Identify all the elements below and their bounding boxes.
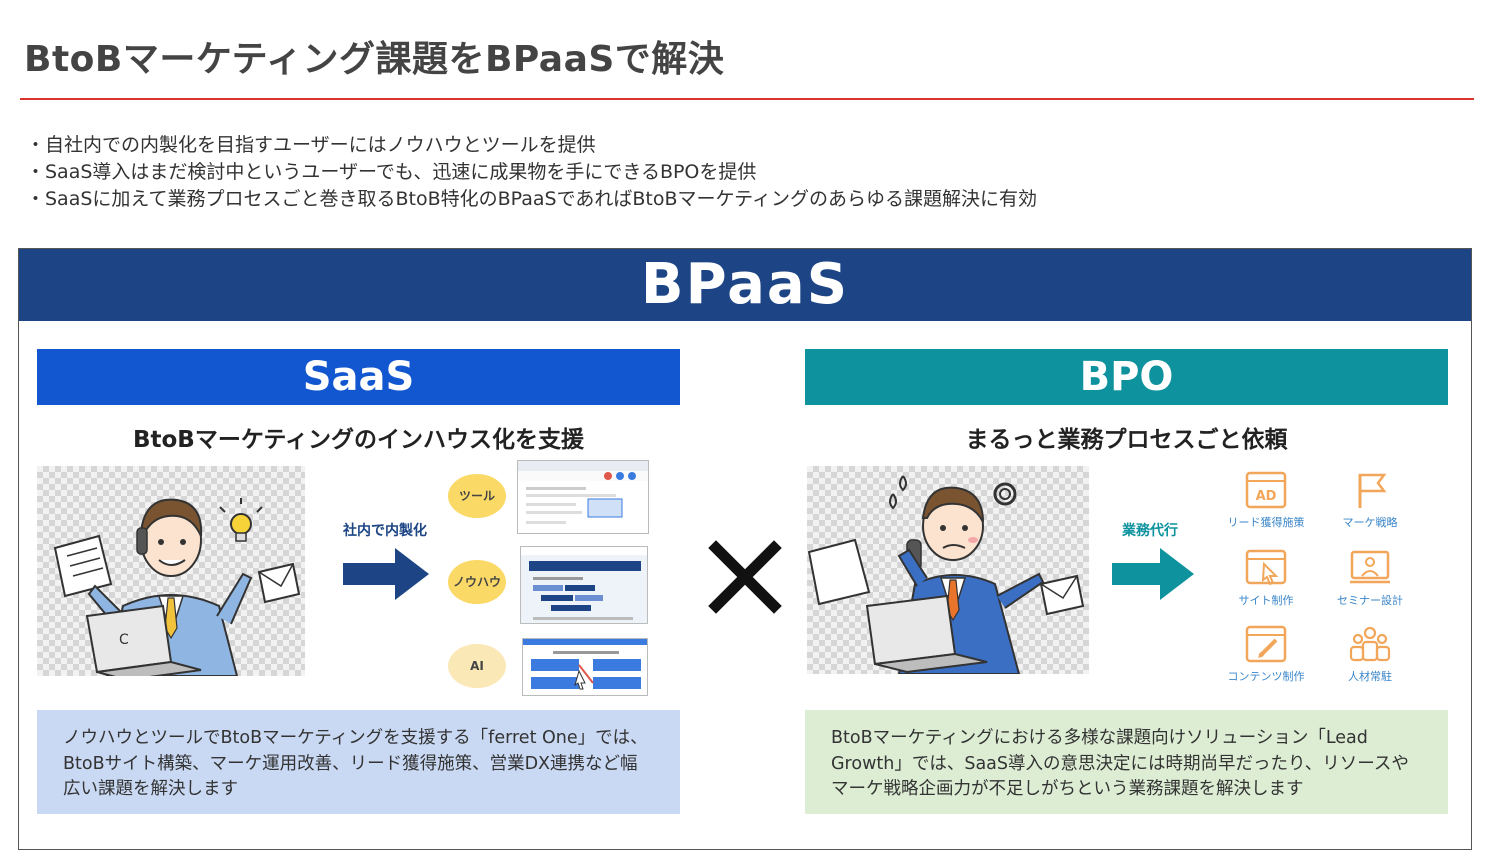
marketing-strategy-item: マーケ戦略 bbox=[1320, 470, 1420, 530]
icon-label: コンテンツ制作 bbox=[1227, 670, 1305, 683]
web-cursor-icon bbox=[1245, 549, 1287, 586]
svg-text:AD: AD bbox=[1256, 489, 1277, 504]
bpo-heading: BPO bbox=[805, 349, 1448, 405]
bullet-item: ・SaaS導入はまだ検討中というユーザーでも、迅速に成果物を手にできるBPOを提… bbox=[26, 161, 757, 183]
outsourcing-arrow-label: 業務代行 bbox=[1122, 523, 1178, 539]
cross-symbol: × bbox=[708, 540, 782, 618]
people-icon bbox=[1349, 626, 1391, 662]
staff-onsite-item: 人材常駐 bbox=[1320, 624, 1420, 684]
knowhow-screenshot bbox=[520, 546, 648, 624]
icon-label: セミナー設計 bbox=[1337, 594, 1403, 607]
icon-label: リード獲得施策 bbox=[1227, 516, 1305, 529]
tool-screenshot bbox=[517, 460, 649, 534]
saas-subheading: BtoBマーケティングのインハウス化を支援 bbox=[132, 427, 585, 453]
bullet-item: ・SaaSに加えて業務プロセスごと巻き取るBtoB特化のBPaaSであればBto… bbox=[26, 188, 1038, 210]
knowhow-circle: ノウハウ bbox=[448, 560, 506, 604]
svg-text:C: C bbox=[119, 632, 129, 648]
bpaas-panel: BPaaS bbox=[18, 248, 1472, 850]
ai-circle: AI bbox=[448, 644, 506, 688]
bullet-list: ・自社内での内製化を目指すユーザーにはノウハウとツールを提供 ・SaaS導入はま… bbox=[26, 132, 1037, 213]
page-title: BtoBマーケティング課題をBPaaSで解決 bbox=[24, 39, 725, 80]
icon-label: 人材常駐 bbox=[1348, 670, 1392, 683]
saas-description: ノウハウとツールでBtoBマーケティングを支援する「ferret One」では、… bbox=[37, 710, 680, 814]
tool-circle: ツール bbox=[448, 474, 506, 518]
icon-label: サイト制作 bbox=[1238, 594, 1294, 607]
seminar-design-item: セミナー設計 bbox=[1320, 548, 1420, 608]
bpo-subheading: まるっと業務プロセスごと依頼 bbox=[965, 427, 1288, 453]
inhouse-arrow-label: 社内で内製化 bbox=[343, 523, 427, 539]
content-production-item: コンテンツ制作 bbox=[1216, 624, 1316, 684]
bpaas-header: BPaaS bbox=[19, 249, 1471, 321]
icon-label: マーケ戦略 bbox=[1342, 516, 1398, 529]
site-production-item: サイト制作 bbox=[1216, 548, 1316, 608]
bullet-item: ・自社内での内製化を目指すユーザーにはノウハウとツールを提供 bbox=[26, 134, 596, 156]
title-divider bbox=[20, 98, 1474, 100]
flag-icon bbox=[1358, 473, 1387, 508]
presentation-icon bbox=[1350, 550, 1390, 584]
saas-heading: SaaS bbox=[37, 349, 680, 405]
lead-acquisition-item: AD リード獲得施策 bbox=[1216, 470, 1316, 530]
right-arrow-icon bbox=[343, 548, 429, 604]
bpo-description: BtoBマーケティングにおける多様な課題向けソリューション「Lead Growt… bbox=[805, 710, 1448, 814]
businessman-busy-illustration: C bbox=[37, 466, 305, 676]
ad-icon: AD bbox=[1245, 471, 1287, 509]
right-arrow-icon bbox=[1112, 548, 1194, 604]
content-edit-icon bbox=[1245, 625, 1287, 663]
businessman-troubled-illustration bbox=[807, 466, 1089, 674]
ai-screenshot bbox=[522, 638, 648, 696]
